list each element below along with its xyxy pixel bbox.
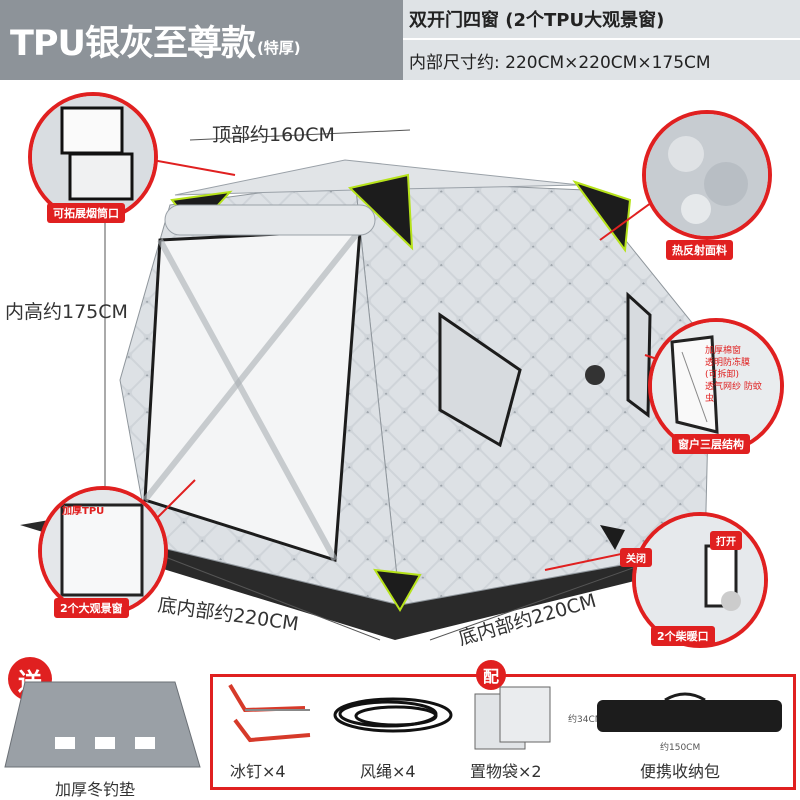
fabric-label: 热反射面料	[666, 240, 733, 260]
gift-label: 加厚冬钓垫	[55, 780, 136, 799]
big-window-label: 2个大观景窗	[54, 598, 129, 618]
big-window-tag: 加厚TPU	[62, 506, 105, 517]
bag-height-label: 约34CM	[568, 715, 603, 725]
window-layer-list: 加厚棉窗 透明防冻膜 (可拆卸) 透气网纱 防蚊虫	[705, 345, 765, 405]
accessories-badge: 配	[476, 660, 506, 690]
heater-port-icon	[636, 516, 764, 644]
size-line: 内部尺寸约: 220CM×220CM×175CM	[403, 40, 800, 80]
heater-port-label: 2个柴暖口	[651, 626, 715, 646]
product-subtitle: (特厚)	[256, 38, 301, 57]
height-dimension-label: 内高约175CM	[5, 301, 128, 323]
carry-length-label: 约150CM	[660, 743, 701, 753]
feature-line: 双开门四窗 (2个TPU大观景窗)	[403, 0, 800, 40]
window-structure-callout	[648, 318, 784, 454]
window-layers-icon	[652, 322, 780, 450]
product-title: TPU银灰至尊款	[10, 23, 256, 64]
heater-port-callout	[632, 512, 768, 648]
chimney-label: 可拓展烟筒口	[47, 203, 125, 223]
accessory-label-bags: 置物袋×2	[470, 762, 542, 781]
window-layer-1: 加厚棉窗	[705, 346, 742, 356]
ice-stake-icon	[228, 683, 311, 743]
storage-bag-icon	[474, 686, 551, 750]
fishing-mat-image	[4, 681, 201, 768]
fabric-texture-icon	[646, 114, 768, 236]
big-window-callout	[38, 486, 168, 616]
rope-icon	[333, 697, 453, 733]
heater-open-label: 打开	[710, 531, 742, 550]
tent-illustration	[20, 129, 760, 641]
window-layer-3: 透气网纱 防蚊虫	[705, 382, 762, 404]
chimney-callout	[28, 92, 158, 222]
fabric-callout	[642, 110, 772, 240]
chimney-window-icon	[32, 96, 154, 218]
big-window-icon	[42, 490, 164, 612]
heater-close-label: 关闭	[620, 548, 652, 567]
carry-bag-icon	[597, 692, 782, 732]
window-structure-label: 窗户三层结构	[672, 434, 750, 454]
accessory-label-stakes: 冰钉×4	[230, 762, 286, 781]
header-title-bar: TPU银灰至尊款 (特厚)	[0, 0, 403, 80]
top-dimension-label: 顶部约160CM	[212, 124, 335, 146]
accessory-label-carry-bag: 便携收纳包	[640, 762, 721, 781]
accessory-label-rope: 风绳×4	[360, 762, 416, 781]
window-layer-2: 透明防冻膜 (可拆卸)	[705, 358, 751, 380]
